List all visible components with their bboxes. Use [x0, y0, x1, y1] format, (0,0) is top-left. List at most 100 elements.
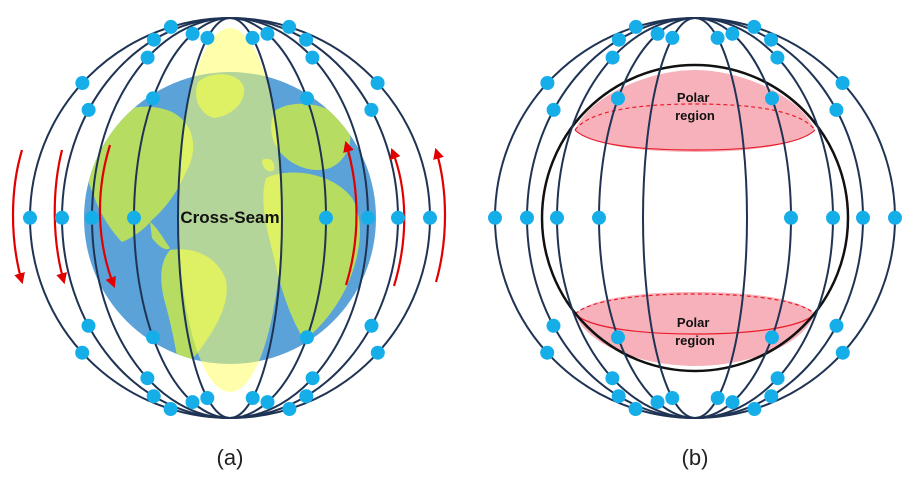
satellite-icon: [81, 318, 96, 333]
satellite-icon: [163, 402, 178, 416]
satellite-icon: [611, 32, 626, 47]
satellite-icon: [747, 19, 762, 34]
satellite-icon: [81, 102, 96, 117]
satellite-icon: [764, 32, 779, 47]
satellite-icon: [546, 102, 561, 117]
satellite-icon: [628, 402, 643, 416]
satellite-icon: [282, 402, 297, 416]
satellite-icon: [540, 76, 555, 90]
satellite-icon: [829, 318, 844, 333]
satellite-icon: [364, 102, 379, 117]
satellite-icon: [127, 210, 141, 225]
satellite-icon: [75, 76, 90, 90]
satellite-icon: [146, 32, 161, 47]
satellite-icon: [300, 330, 314, 345]
satellite-icon: [23, 210, 37, 225]
satellite-icon: [764, 389, 779, 404]
polar-region-bottom: Polar region: [574, 292, 816, 366]
satellite-icon: [835, 76, 850, 90]
polar-label-top-line2: region: [675, 108, 715, 123]
satellite-icon: [650, 26, 665, 41]
satellite-icon: [200, 391, 215, 405]
caption-a: (a): [217, 445, 244, 470]
satellite-icon: [546, 318, 561, 333]
satellite-icon: [550, 210, 564, 225]
satellite-icon: [628, 19, 643, 34]
satellite-icon: [835, 345, 850, 360]
direction-arrow-icon: [433, 147, 447, 283]
polar-region-top: Polar region: [574, 70, 816, 152]
satellite-icon: [260, 395, 275, 410]
satellite-icon: [784, 210, 798, 225]
satellite-icon: [305, 371, 320, 386]
cross-seam-label: Cross-Seam: [180, 208, 279, 227]
satellite-icon: [300, 91, 314, 106]
polar-label-bottom-line1: Polar: [677, 315, 710, 330]
satellite-icon: [370, 345, 385, 360]
satellite-icon: [725, 26, 740, 41]
earth-globe-icon: Cross-Seam: [84, 28, 376, 392]
panel-b: Polar region Polar region (b): [488, 17, 902, 470]
satellite-icon: [747, 402, 762, 416]
satellite-icon: [245, 30, 260, 45]
satellite-icon: [140, 371, 155, 386]
satellite-icon: [185, 395, 200, 410]
satellite-icon: [888, 210, 902, 225]
direction-arrow-icon: [98, 144, 116, 289]
polar-label-top-line1: Polar: [677, 90, 710, 105]
satellite-icon: [605, 371, 620, 386]
satellite-icon: [540, 345, 555, 360]
satellite-icon: [665, 30, 680, 45]
satellite-icon: [299, 32, 314, 47]
panel-a: Cross-Seam (a): [11, 17, 447, 470]
satellite-icon: [710, 391, 725, 405]
direction-arrow-icon: [343, 140, 358, 286]
satellite-icon: [146, 389, 161, 404]
satellite-icon: [200, 30, 215, 45]
satellite-icon: [725, 395, 740, 410]
satellite-icon: [85, 210, 99, 225]
satellite-icon: [423, 210, 437, 225]
satellite-icon: [370, 76, 385, 90]
satellite-icon: [856, 210, 870, 225]
satellite-icon: [299, 389, 314, 404]
satellite-icon: [488, 210, 502, 225]
satellite-icon: [282, 19, 297, 34]
satellite-icon: [770, 371, 785, 386]
satellite-icon: [185, 26, 200, 41]
satellite-icon: [361, 210, 375, 225]
satellite-icon: [770, 50, 785, 65]
caption-b: (b): [682, 445, 709, 470]
satellite-icon: [710, 30, 725, 45]
satellite-icon: [260, 26, 275, 41]
svg-text:Polar region: Polar region: [675, 90, 715, 123]
satellite-icon: [826, 210, 840, 225]
satellite-icon: [245, 391, 260, 405]
direction-arrow-icon: [11, 149, 25, 285]
orbit-plane: [177, 17, 283, 419]
direction-arrow-icon: [53, 149, 67, 285]
satellites-b: [488, 19, 902, 416]
satellite-icon: [765, 91, 779, 106]
satellite-icon: [364, 318, 379, 333]
satellite-icon: [829, 102, 844, 117]
svg-text:Polar region: Polar region: [675, 315, 715, 348]
satellite-icon: [611, 91, 625, 106]
satellite-icon: [55, 210, 69, 225]
satellite-icon: [592, 210, 606, 225]
satellite-icon: [650, 395, 665, 410]
earth-outline: [540, 63, 850, 373]
satellite-icon: [665, 391, 680, 405]
satellite-icon: [765, 330, 779, 345]
satellite-icon: [305, 50, 320, 65]
satellite-icon: [146, 91, 160, 106]
satellite-icon: [611, 389, 626, 404]
satellite-icon: [611, 330, 625, 345]
satellite-icon: [605, 50, 620, 65]
satellite-icon: [75, 345, 90, 360]
satellite-icon: [391, 210, 405, 225]
satellites-a: [23, 19, 437, 416]
satellite-icon: [146, 330, 160, 345]
satellite-icon: [163, 19, 178, 34]
